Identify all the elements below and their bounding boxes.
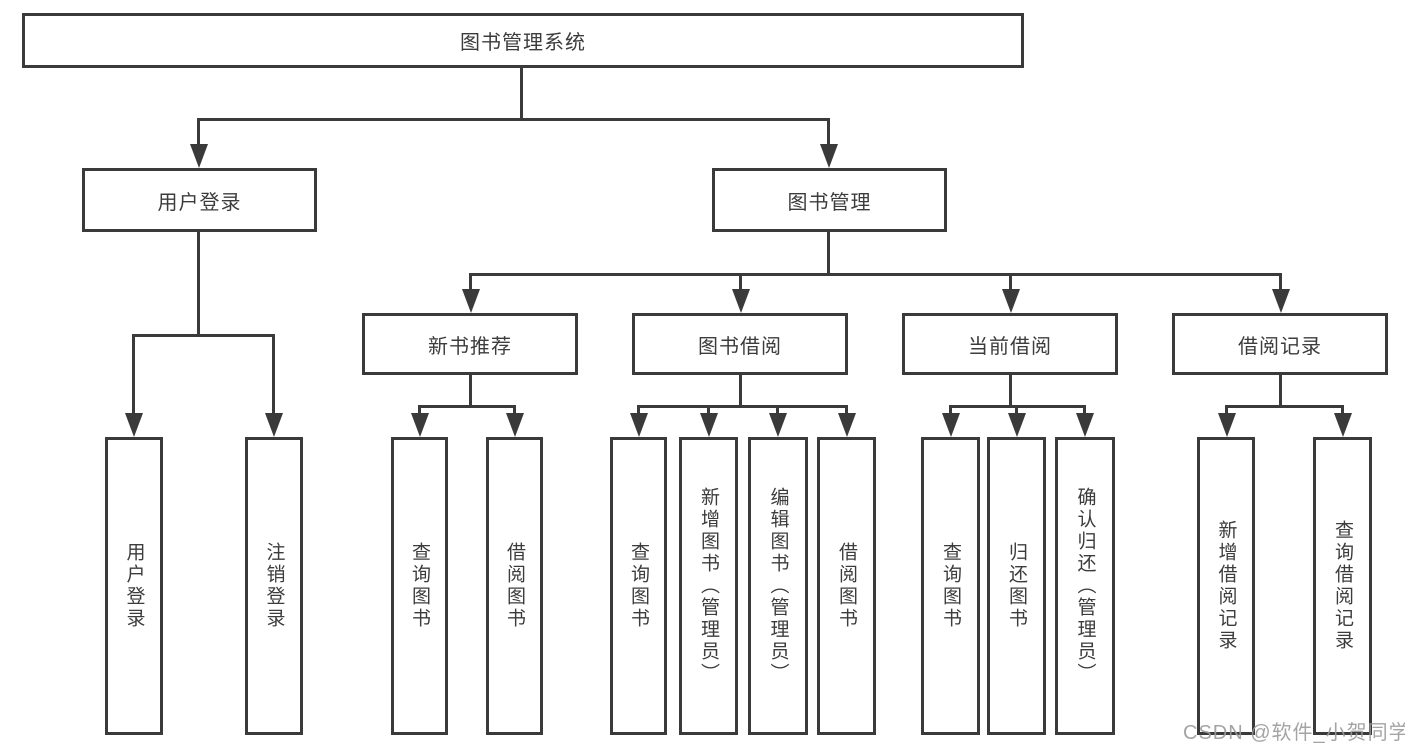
arrowhead-down-icon xyxy=(769,413,787,437)
arrowhead-down-icon xyxy=(732,289,750,313)
connector-line xyxy=(776,405,779,417)
arrowhead-down-icon xyxy=(630,413,648,437)
connector-line xyxy=(418,405,516,408)
arrowhead-down-icon xyxy=(1002,289,1020,313)
connector-line xyxy=(133,334,274,337)
connector-line xyxy=(949,405,952,417)
connector-line xyxy=(827,232,830,276)
leaf-query-borrow-record: 查询借阅记录 xyxy=(1313,437,1372,735)
connector-line xyxy=(513,405,516,417)
arrowhead-down-icon xyxy=(462,289,480,313)
connector-line xyxy=(1015,405,1018,417)
arrowhead-down-icon xyxy=(125,413,143,437)
leaf-query-books-borrow: 查询图书 xyxy=(610,437,667,735)
connector-line xyxy=(1279,375,1282,408)
connector-line xyxy=(520,67,523,120)
connector-line xyxy=(739,375,742,408)
arrowhead-down-icon xyxy=(942,413,960,437)
node-book-management: 图书管理 xyxy=(712,168,947,232)
connector-line xyxy=(637,405,847,408)
connector-line xyxy=(197,232,200,337)
leaf-logout: 注销登录 xyxy=(245,437,303,735)
csdn-watermark: CSDN @软件_小贺同学 xyxy=(1183,722,1405,744)
node-root-library-system: 图书管理系统 xyxy=(22,13,1024,68)
node-user-login: 用户登录 xyxy=(82,168,317,232)
connector-line xyxy=(1009,273,1012,291)
node-current-borrow: 当前借阅 xyxy=(902,313,1118,375)
connector-line xyxy=(1225,405,1228,417)
leaf-add-books-admin: 新增图书（管理员） xyxy=(679,437,738,735)
arrowhead-down-icon xyxy=(1272,289,1290,313)
connector-line xyxy=(469,273,1282,276)
connector-line xyxy=(132,334,135,416)
connector-line xyxy=(1009,375,1012,408)
arrowhead-down-icon xyxy=(411,413,429,437)
leaf-return-books: 归还图书 xyxy=(987,437,1046,735)
connector-line xyxy=(1225,405,1344,408)
connector-line xyxy=(418,405,421,417)
arrowhead-down-icon xyxy=(190,144,208,168)
leaf-borrow-books: 借阅图书 xyxy=(817,437,876,735)
arrowhead-down-icon xyxy=(1218,413,1236,437)
connector-line xyxy=(1279,273,1282,291)
arrowhead-down-icon xyxy=(1076,413,1094,437)
connector-line xyxy=(272,334,275,416)
arrowhead-down-icon xyxy=(506,413,524,437)
connector-line xyxy=(1083,405,1086,417)
arrowhead-down-icon xyxy=(700,413,718,437)
connector-line xyxy=(739,273,742,291)
node-new-book-recommend: 新书推荐 xyxy=(362,313,578,375)
leaf-confirm-return-admin: 确认归还（管理员） xyxy=(1055,437,1115,735)
connector-line xyxy=(637,405,640,417)
leaf-edit-books-admin: 编辑图书（管理员） xyxy=(748,437,808,735)
connector-line xyxy=(469,375,472,408)
arrowhead-down-icon xyxy=(820,144,838,168)
leaf-query-books-current: 查询图书 xyxy=(921,437,980,735)
connector-line xyxy=(469,273,472,291)
arrowhead-down-icon xyxy=(265,413,283,437)
connector-line xyxy=(197,118,830,121)
leaf-borrow-books-recommend: 借阅图书 xyxy=(486,437,543,735)
arrowhead-down-icon xyxy=(1008,413,1026,437)
connector-line xyxy=(827,118,830,146)
leaf-query-books-recommend: 查询图书 xyxy=(391,437,448,735)
connector-line xyxy=(707,405,710,417)
arrowhead-down-icon xyxy=(838,413,856,437)
node-book-borrow: 图书借阅 xyxy=(632,313,848,375)
leaf-user-login: 用户登录 xyxy=(105,437,163,735)
leaf-add-borrow-record: 新增借阅记录 xyxy=(1197,437,1255,735)
arrowhead-down-icon xyxy=(1334,413,1352,437)
connector-line xyxy=(1341,405,1344,417)
connector-line xyxy=(197,118,200,146)
node-borrow-records: 借阅记录 xyxy=(1172,313,1388,375)
connector-line xyxy=(845,405,848,417)
